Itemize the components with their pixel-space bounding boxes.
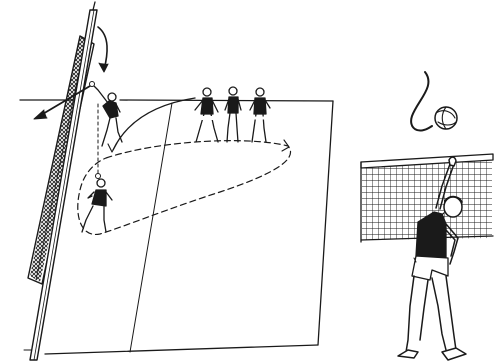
player-route-dashed — [78, 141, 291, 235]
volleyball-ball — [411, 72, 457, 131]
net-antenna — [93, 2, 95, 10]
player-attacker — [90, 82, 123, 147]
pass-arc — [113, 98, 195, 150]
ball-motion-line — [411, 72, 432, 131]
player-back-row-3 — [250, 88, 270, 142]
player-back-row-1 — [195, 88, 218, 142]
player-shorts — [412, 256, 448, 280]
court-near-line — [45, 345, 318, 354]
player-back-row-2 — [225, 87, 241, 142]
volleyball-net-side — [28, 2, 97, 360]
ball-at-net — [90, 82, 95, 87]
court-right-sideline — [318, 101, 333, 345]
court-attack-line — [130, 103, 172, 352]
net-post — [30, 10, 97, 360]
player-setter — [82, 174, 112, 233]
